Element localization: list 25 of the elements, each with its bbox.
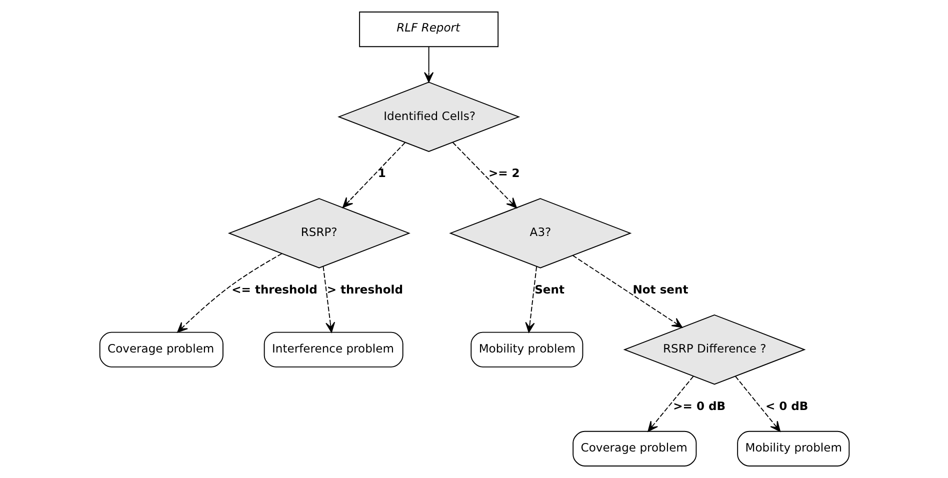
edge-label: > threshold xyxy=(326,282,402,296)
arrow xyxy=(342,142,405,208)
arrow xyxy=(452,142,516,208)
arrow xyxy=(524,266,537,333)
edge-label: 1 xyxy=(377,166,386,180)
edge-label: >= 2 xyxy=(488,166,520,180)
arrow xyxy=(176,253,282,333)
node-box: Mobility problem xyxy=(470,332,583,368)
node-diamond: Identified Cells? xyxy=(337,82,520,152)
node-box: Interference problem xyxy=(263,332,403,368)
arrow xyxy=(734,376,780,432)
edge-label: Sent xyxy=(534,282,564,296)
arrow xyxy=(322,266,335,333)
arrow xyxy=(572,254,682,328)
arrow xyxy=(424,46,434,83)
edge-label: >= 0 dB xyxy=(672,398,726,413)
edge-label: Not sent xyxy=(632,282,688,296)
edge-label: < 0 dB xyxy=(764,398,808,413)
node-box: Mobility problem xyxy=(736,430,850,466)
edge-label: <= threshold xyxy=(231,282,317,296)
node-box: Coverage problem xyxy=(98,332,223,368)
node-diamond: RSRP Difference ? xyxy=(622,314,806,385)
node-box: RLF Report xyxy=(358,12,498,48)
node-box: Coverage problem xyxy=(572,430,696,466)
arrow xyxy=(647,376,694,432)
